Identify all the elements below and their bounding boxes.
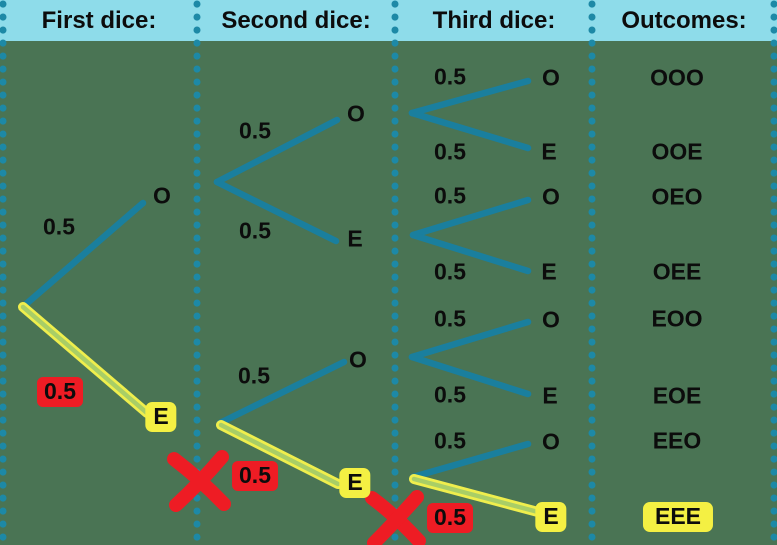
node-third-ooe: E [541, 138, 557, 165]
prob-third-ooe: 0.5 [434, 138, 466, 165]
header-second-dice: Second dice: [221, 7, 371, 34]
prob-third-eeo: 0.5 [434, 427, 466, 454]
outcome-oeo: OEO [651, 183, 703, 210]
outcome-ooe: OOE [651, 138, 703, 165]
prob-third-eoe: 0.5 [434, 381, 466, 408]
outcome-eoo: EOO [651, 305, 703, 332]
header-outcomes: Outcomes: [621, 7, 747, 34]
node-third-ooo: O [542, 64, 560, 91]
node-third-eoe: E [542, 382, 558, 409]
node-third-oeo: O [542, 183, 560, 210]
node-second-eo: O [349, 346, 367, 373]
node-second-oo: O [347, 100, 365, 127]
node-second-ee-highlighted: E [339, 468, 371, 498]
outcome-eoe: EOE [652, 382, 702, 409]
cross-out-icon [167, 450, 231, 512]
highlighted-branch-lines [18, 302, 543, 517]
outcome-eeo: EEO [652, 427, 702, 454]
prob-first-o: 0.5 [43, 213, 75, 240]
outcome-eee-highlighted: EEE [642, 502, 714, 532]
node-second-oe: E [347, 225, 363, 252]
prob-second-eo: 0.5 [238, 362, 270, 389]
node-third-eee-highlighted: E [535, 502, 567, 532]
outcome-ooo: OOO [650, 64, 704, 91]
header-bar [0, 0, 777, 41]
node-first-o: O [153, 182, 171, 209]
node-third-oee: E [541, 258, 557, 285]
header-first-dice: First dice: [41, 7, 157, 34]
prob-third-oeo: 0.5 [434, 182, 466, 209]
cross-out-icon [365, 490, 426, 545]
prob-second-ee-highlighted: 0.5 [232, 461, 278, 491]
prob-first-e-highlighted: 0.5 [37, 377, 83, 407]
branch-lines [21, 77, 532, 481]
prob-third-eee-highlighted: 0.5 [427, 503, 473, 533]
node-third-eoo: O [542, 306, 560, 333]
node-third-eeo: O [542, 428, 560, 455]
prob-second-oo: 0.5 [239, 117, 271, 144]
node-first-e-highlighted: E [145, 402, 177, 432]
header-third-dice: Third dice: [432, 7, 556, 34]
prob-third-oee: 0.5 [434, 258, 466, 285]
prob-second-oe: 0.5 [239, 217, 271, 244]
prob-third-eoo: 0.5 [434, 305, 466, 332]
prob-third-ooo: 0.5 [434, 63, 466, 90]
outcome-oee: OEE [652, 258, 702, 285]
